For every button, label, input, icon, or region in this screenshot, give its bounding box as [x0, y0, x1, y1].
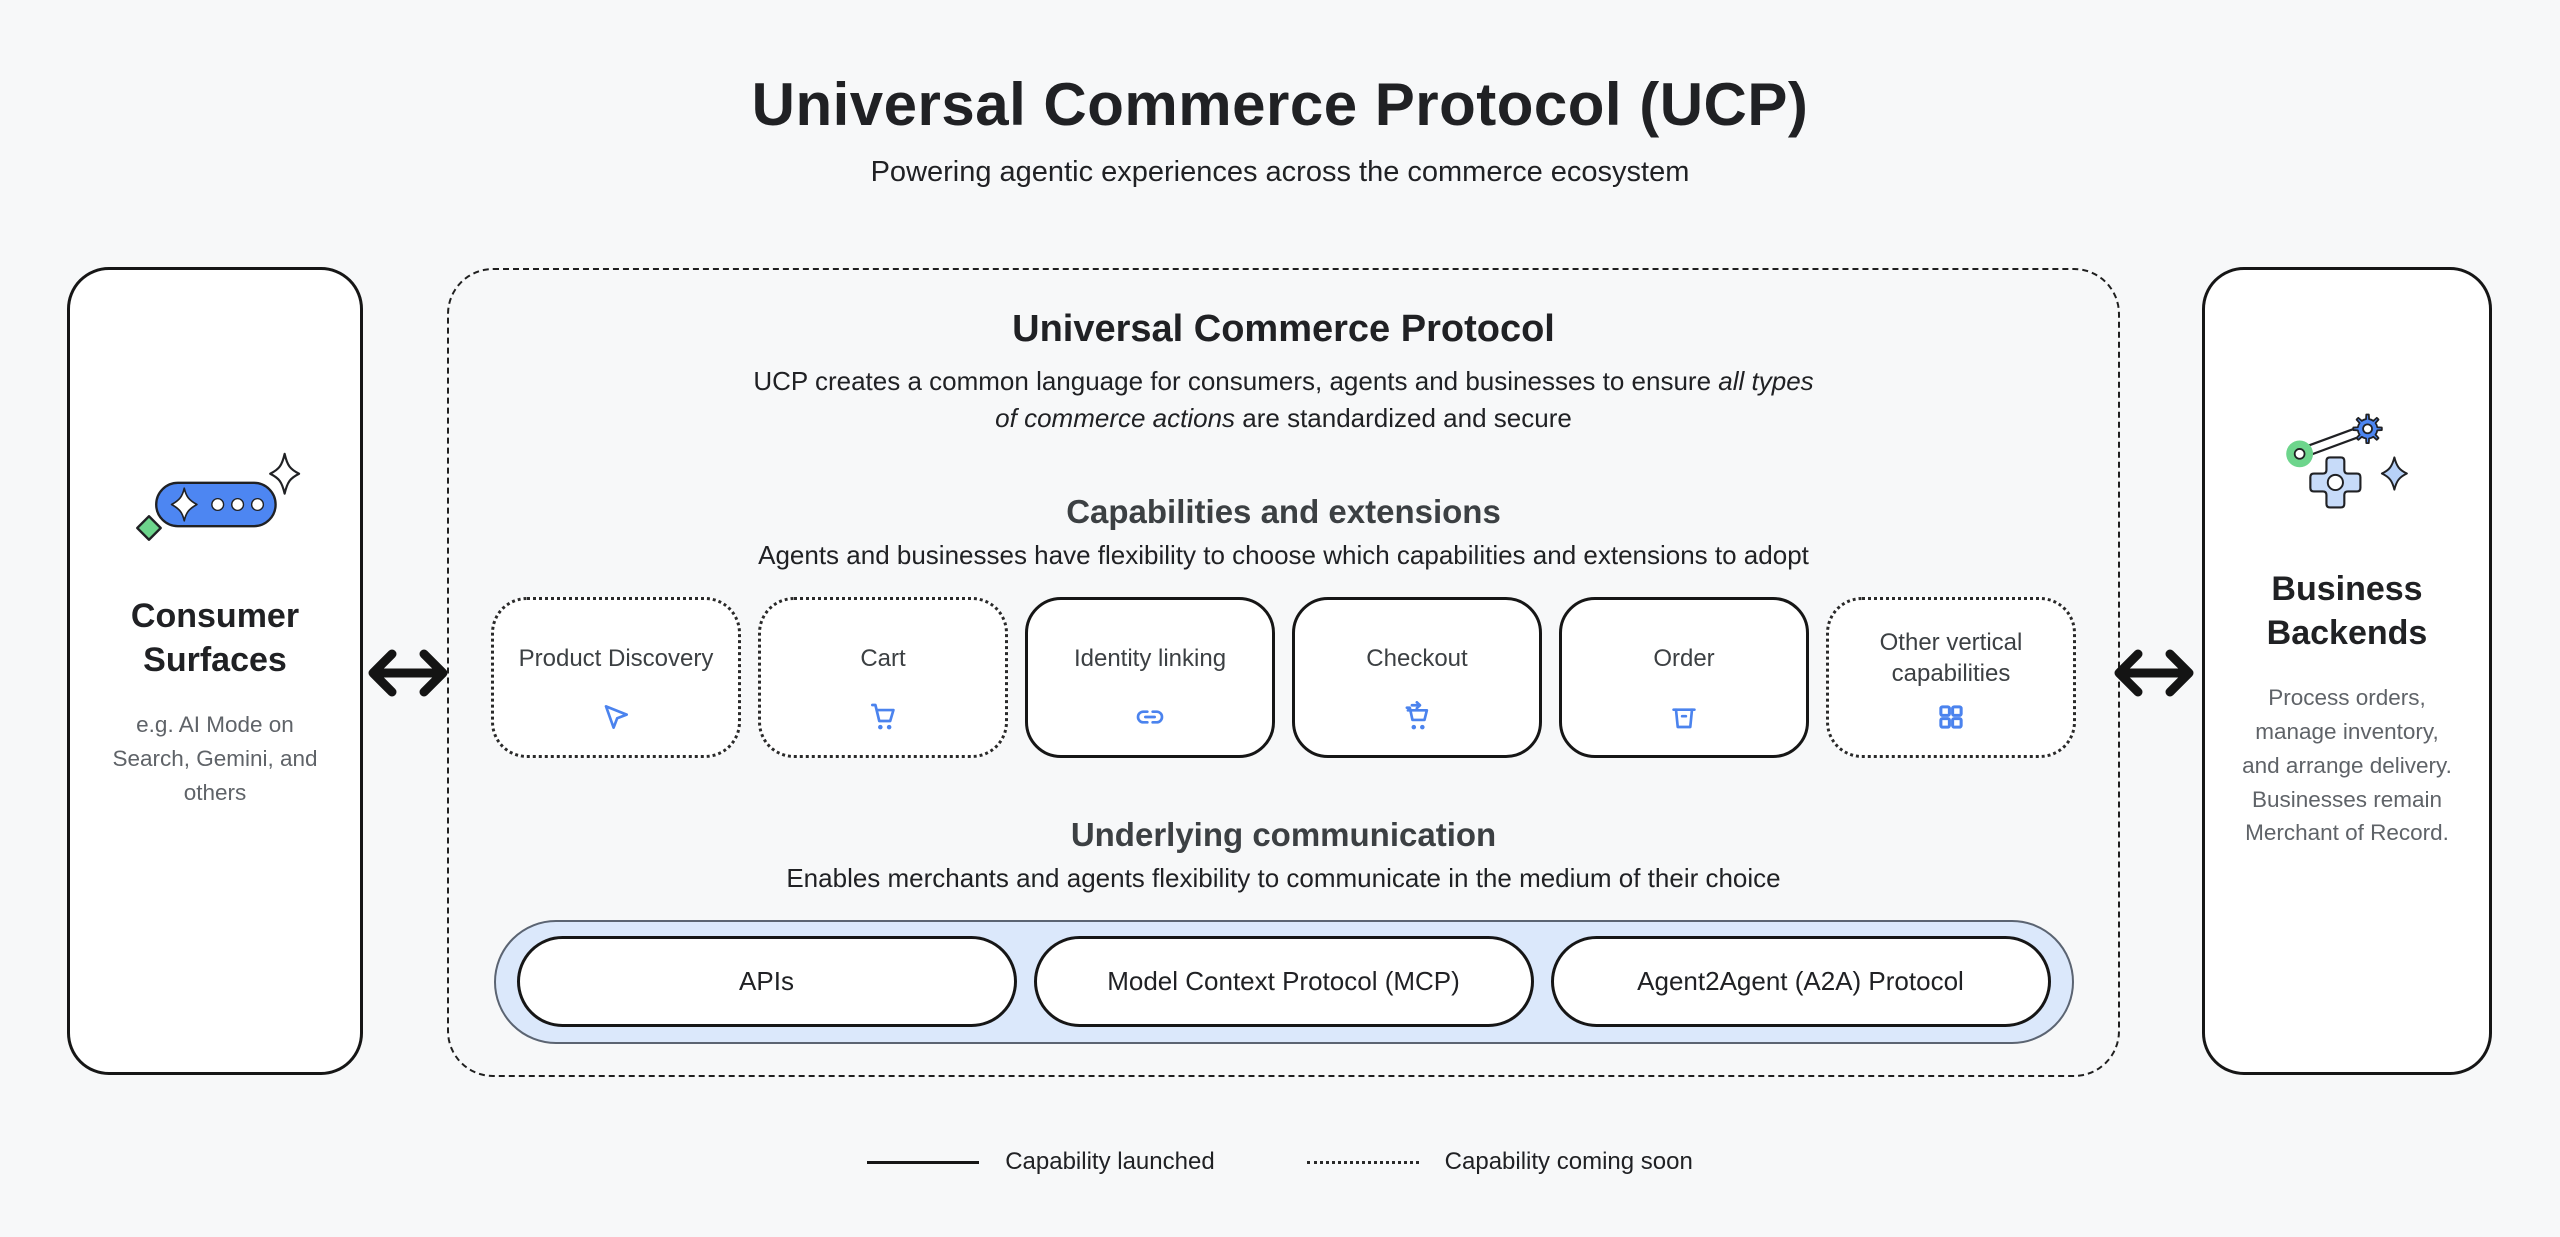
header: Universal Commerce Protocol (UCP) Poweri…	[0, 72, 2560, 189]
legend-coming-soon-line	[1306, 1160, 1419, 1164]
checkout-cart-icon	[1401, 701, 1433, 735]
capability-card-label: Cart	[860, 644, 906, 672]
communication-section-title: Underlying communication	[1070, 815, 1497, 853]
ucp-container: Universal Commerce Protocol UCP creates …	[447, 268, 2120, 1077]
page-subtitle: Powering agentic experiences across the …	[870, 156, 1690, 188]
ucp-description: UCP creates a common language for consum…	[753, 366, 1814, 433]
capability-card-product-discovery: Product Discovery	[491, 596, 741, 758]
send-icon	[600, 701, 632, 735]
capability-card-other-vertical: Other vertical capabilities	[1826, 596, 2076, 758]
capability-card-label: Other vertical capabilities	[1879, 629, 2023, 688]
capability-card-cart: Cart	[758, 596, 1008, 758]
protocol-pill-apis: APIs	[516, 936, 1017, 1028]
legend-item-launched: Capability launched	[867, 1148, 1215, 1176]
communication-section-subtitle: Enables merchants and agents flexibility…	[786, 862, 1781, 893]
chat-sparkle-icon	[129, 443, 301, 552]
legend-coming-soon-label: Capability coming soon	[1444, 1148, 1693, 1175]
capability-cards-row: Product Discovery Cart	[449, 596, 2118, 758]
capability-card-label: Product Discovery	[518, 644, 714, 672]
consumer-surfaces-title: Consumer Surfaces	[130, 596, 300, 679]
business-backends-description: Process orders, manage inventory, and ar…	[2242, 685, 2452, 846]
ucp-title: Universal Commerce Protocol	[1012, 308, 1555, 350]
legend-launched-label: Capability launched	[1005, 1148, 1215, 1175]
page-title: Universal Commerce Protocol (UCP)	[751, 71, 1809, 138]
grid-icon	[1935, 701, 1967, 735]
protocols-container: APIs Model Context Protocol (MCP) Agent2…	[493, 919, 2074, 1044]
business-backends-box: Business Backends Process orders, manage…	[2202, 267, 2492, 1075]
order-box-icon	[1668, 701, 1700, 735]
left-double-arrow-icon	[366, 645, 450, 701]
consumer-surfaces-box: Consumer Surfaces e.g. AI Mode on Search…	[67, 267, 363, 1075]
consumer-surfaces-description: e.g. AI Mode on Search, Gemini, and othe…	[112, 712, 318, 805]
capability-card-label: Order	[1653, 644, 1715, 672]
protocol-pill-a2a: Agent2Agent (A2A) Protocol	[1550, 936, 2051, 1028]
legend-launched-line	[867, 1160, 980, 1164]
cart-icon	[867, 701, 899, 735]
capability-card-checkout: Checkout	[1292, 596, 1542, 758]
capability-card-label: Checkout	[1366, 644, 1468, 672]
business-backends-title: Business Backends	[2266, 569, 2428, 653]
right-double-arrow-icon	[2112, 645, 2196, 701]
protocol-pill-mcp: Model Context Protocol (MCP)	[1033, 936, 1534, 1028]
capabilities-section-subtitle: Agents and businesses have flexibility t…	[758, 539, 1809, 570]
link-icon	[1134, 701, 1166, 735]
capability-card-identity-linking: Identity linking	[1025, 596, 1275, 758]
gear-sparkle-icon	[2271, 402, 2423, 525]
legend: Capability launched Capability coming so…	[0, 1148, 2560, 1176]
capabilities-section-title: Capabilities and extensions	[1066, 492, 1501, 530]
capability-card-label: Identity linking	[1073, 644, 1227, 672]
capability-card-order: Order	[1559, 596, 1809, 758]
legend-item-coming-soon: Capability coming soon	[1306, 1148, 1693, 1176]
